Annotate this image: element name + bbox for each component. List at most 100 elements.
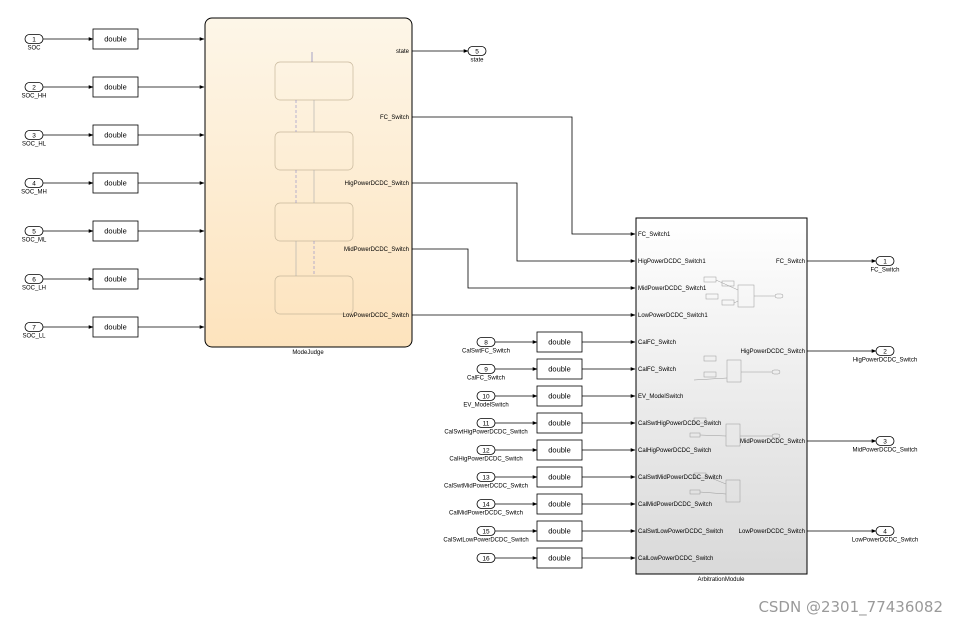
- data-type-conversion-16[interactable]: double: [536, 547, 583, 569]
- arbitration-input-8: CalSwtHigPowerDCDC_Switch: [638, 421, 721, 427]
- inport-13[interactable]: 13: [476, 472, 496, 482]
- outport-state-name: state: [470, 58, 484, 64]
- inport-10-number: 10: [482, 393, 490, 400]
- data-type-conversion-8-label: double: [548, 338, 571, 347]
- data-type-conversion-8[interactable]: double: [536, 331, 583, 353]
- outport-3-number: 3: [883, 438, 887, 445]
- inport-8[interactable]: 8: [476, 337, 496, 347]
- data-type-conversion-6[interactable]: double: [92, 268, 139, 290]
- inport-10[interactable]: 10: [476, 391, 496, 401]
- inport-1[interactable]: 1: [24, 34, 44, 44]
- arbitration-output-1: FC_Switch: [776, 259, 805, 265]
- wire-mid-switch: [412, 248, 636, 290]
- data-type-conversion-5[interactable]: double: [92, 220, 139, 242]
- arbitration-output-3: MidPowerDCDC_Switch: [740, 439, 805, 445]
- data-type-conversion-10[interactable]: double: [536, 385, 583, 407]
- inport-11[interactable]: 11: [476, 418, 496, 428]
- inport-3-name: SOC_HL: [22, 142, 47, 148]
- data-type-conversion-11-label: double: [548, 419, 571, 428]
- inport-3[interactable]: 3: [24, 130, 44, 140]
- inport-10-name: EV_ModelSwitch: [463, 403, 508, 409]
- modejudge-outputs-group: stateFC_SwitchHigPowerDCDC_SwitchMidPowe…: [343, 49, 410, 319]
- arbitration-input-13: CalLowPowerDCDC_Switch: [638, 556, 713, 562]
- data-type-conversion-10-label: double: [548, 392, 571, 401]
- signal-routes-group: 5 state: [412, 46, 636, 317]
- inport-12[interactable]: 12: [476, 445, 496, 455]
- inport-2-number: 2: [32, 84, 36, 91]
- outport-1-number: 1: [883, 258, 887, 265]
- watermark: CSDN @2301_77436082: [758, 598, 943, 617]
- modejudge-output-3: MidPowerDCDC_Switch: [344, 247, 409, 253]
- inport-16-number: 16: [482, 555, 490, 562]
- inport-15-number: 15: [482, 528, 490, 535]
- inport-5-number: 5: [32, 228, 36, 235]
- arbitration-input-3: MidPowerDCDC_Switch1: [638, 286, 707, 292]
- left-inports-group: 1SOCdoubleSOC2SOC_HHdoubleSOC_HH3SOC_HLd…: [21, 28, 233, 340]
- data-type-conversion-9[interactable]: double: [536, 358, 583, 380]
- modejudge-chart[interactable]: ModeJudge: [204, 17, 413, 356]
- modejudge-name: ModeJudge: [292, 350, 324, 356]
- inport-14-name: CalMidPowerDCDC_Switch: [449, 511, 523, 517]
- arbitration-name: ArbitrationModule: [697, 577, 745, 583]
- inport-13-name: CalSwtMidPowerDCDC_Switch: [444, 484, 528, 490]
- data-type-conversion-13[interactable]: double: [536, 466, 583, 488]
- arbitration-input-10: CalSwtMidPowerDCDC_Switch: [638, 475, 722, 481]
- data-type-conversion-7[interactable]: double: [92, 316, 139, 338]
- data-type-conversion-1[interactable]: double: [92, 28, 139, 50]
- modejudge-output-0: state: [396, 49, 410, 55]
- data-type-conversion-14-label: double: [548, 500, 571, 509]
- data-type-conversion-5-label: double: [104, 227, 127, 236]
- data-type-conversion-2[interactable]: double: [92, 76, 139, 98]
- inport-4-name: SOC_MH: [21, 190, 47, 196]
- inport-2[interactable]: 2: [24, 82, 44, 92]
- inport-5[interactable]: 5: [24, 226, 44, 236]
- data-type-conversion-12-label: double: [548, 446, 571, 455]
- inport-9[interactable]: 9: [476, 364, 496, 374]
- inport-12-name: CalHigPowerDCDC_Switch: [449, 457, 522, 463]
- inport-7-name: SOC_LL: [22, 334, 46, 340]
- arbitration-ports-group: FC_Switch1HigPowerDCDC_Switch1MidPowerDC…: [638, 232, 805, 562]
- outport-2[interactable]: 2: [875, 346, 895, 356]
- outport-1-name: FC_Switch: [870, 268, 899, 274]
- inport-14-number: 14: [482, 501, 490, 508]
- inport-1-name: SOC: [27, 46, 41, 52]
- arbitration-input-4: LowPowerDCDC_Switch1: [638, 313, 708, 319]
- bottom-inports-group: 8CalSwtFC_Switchdouble9CalFC_Switchdoubl…: [443, 331, 636, 569]
- outport-1[interactable]: 1: [875, 256, 895, 266]
- data-type-conversion-12[interactable]: double: [536, 439, 583, 461]
- data-type-conversion-4-label: double: [104, 179, 127, 188]
- data-type-conversion-11[interactable]: double: [536, 412, 583, 434]
- inport-6-name: SOC_LH: [22, 286, 46, 292]
- inport-9-name: CalFC_Switch: [467, 376, 505, 382]
- outport-4-name: LowPowerDCDC_Switch: [852, 538, 918, 544]
- inport-16[interactable]: 16: [476, 553, 496, 563]
- data-type-conversion-3-label: double: [104, 131, 127, 140]
- data-type-conversion-13-label: double: [548, 473, 571, 482]
- outport-3[interactable]: 3: [875, 436, 895, 446]
- modejudge-output-4: LowPowerDCDC_Switch: [343, 313, 409, 319]
- inport-6[interactable]: 6: [24, 274, 44, 284]
- data-type-conversion-7-label: double: [104, 323, 127, 332]
- data-type-conversion-4[interactable]: double: [92, 172, 139, 194]
- arbitration-input-2: HigPowerDCDC_Switch1: [638, 259, 706, 265]
- inport-7[interactable]: 7: [24, 322, 44, 332]
- inport-15[interactable]: 15: [476, 526, 496, 536]
- arbitration-input-1: FC_Switch1: [638, 232, 671, 238]
- data-type-conversion-15-label: double: [548, 527, 571, 536]
- inport-14[interactable]: 14: [476, 499, 496, 509]
- outport-2-name: HigPowerDCDC_Switch: [853, 358, 917, 364]
- data-type-conversion-14[interactable]: double: [536, 493, 583, 515]
- arbitration-module[interactable]: ArbitrationModule: [635, 217, 808, 583]
- arbitration-input-12: CalSwtLowPowerDCDC_Switch: [638, 529, 723, 535]
- data-type-conversion-3[interactable]: double: [92, 124, 139, 146]
- outport-4[interactable]: 4: [875, 526, 895, 536]
- inport-3-number: 3: [32, 132, 36, 139]
- arbitration-output-2: HigPowerDCDC_Switch: [741, 349, 805, 355]
- data-type-conversion-2-label: double: [104, 83, 127, 92]
- inport-4[interactable]: 4: [24, 178, 44, 188]
- outport-state[interactable]: 5: [467, 46, 487, 56]
- inport-11-number: 11: [483, 420, 490, 427]
- data-type-conversion-1-label: double: [104, 35, 127, 44]
- outport-state-number: 5: [475, 48, 479, 55]
- data-type-conversion-15[interactable]: double: [536, 520, 583, 542]
